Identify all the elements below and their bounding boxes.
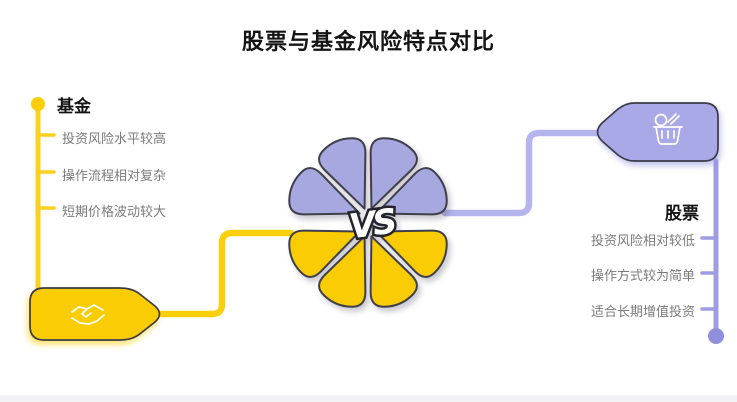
- vs-label: VS: [347, 201, 398, 247]
- stock-list-item: 投资风险相对较低: [590, 233, 695, 248]
- fund-badge: [29, 287, 161, 341]
- stock-list-item: 适合长期增值投资: [590, 304, 695, 319]
- stock-rail-dot: [708, 328, 724, 344]
- fund-badge-shape: [29, 287, 161, 341]
- fund-list-item: 操作流程相对复杂: [62, 168, 167, 183]
- fund-heading: 基金: [57, 97, 91, 116]
- fund-list-item: 短期价格波动较大: [62, 204, 167, 219]
- stock-list-item: 操作方式较为简单: [590, 268, 695, 283]
- fund-connector: [155, 229, 295, 318]
- fund-list-item: 投资风险水平较高: [62, 131, 167, 146]
- page-title: 股票与基金风险特点对比: [241, 29, 495, 54]
- stock-connector: [441, 129, 601, 217]
- handshake-icon: [71, 304, 105, 325]
- shopping-basket-icon: [653, 113, 683, 145]
- bottom-strip: [0, 395, 737, 402]
- fund-rail-dot: [31, 97, 45, 111]
- stock-badge: [596, 102, 719, 162]
- vs-flower: VS: [282, 131, 454, 314]
- stock-heading: 股票: [665, 204, 699, 223]
